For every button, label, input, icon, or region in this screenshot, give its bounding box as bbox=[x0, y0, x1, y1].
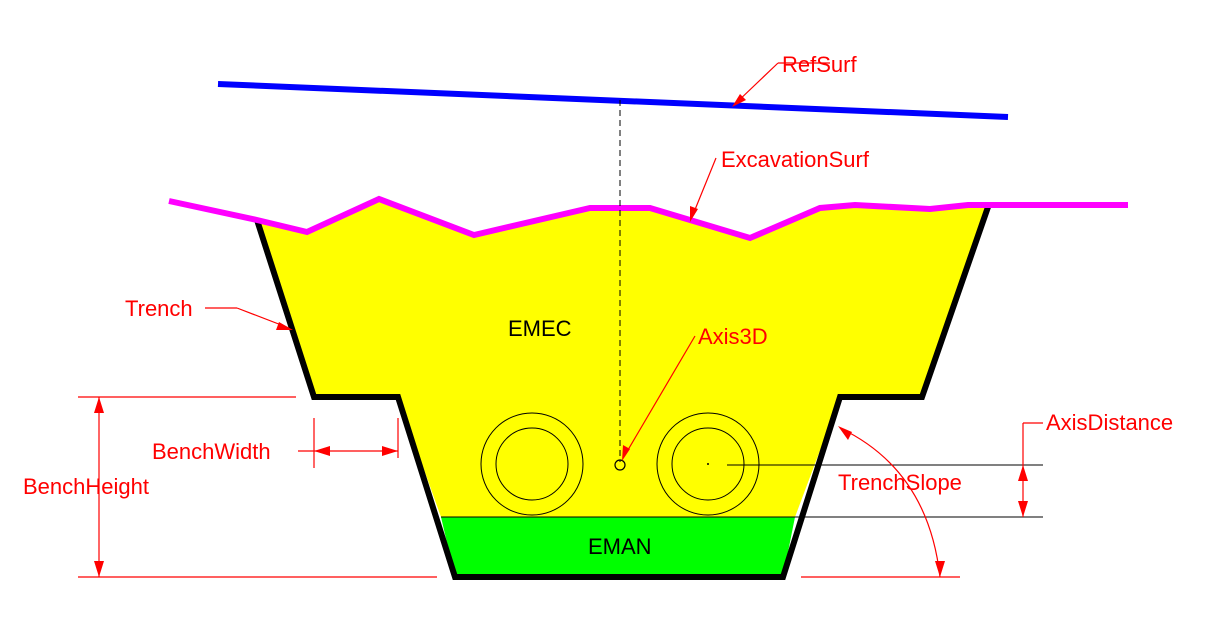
emec-region bbox=[257, 199, 988, 517]
eman-region bbox=[441, 517, 795, 577]
pipe-right bbox=[656, 412, 760, 516]
trench-slope-label: TrenchSlope bbox=[838, 470, 962, 495]
refsurf-label: RefSurf bbox=[782, 52, 857, 77]
pipe-left bbox=[480, 412, 584, 516]
refsurf-leader bbox=[732, 62, 830, 107]
excavation-surf-leader bbox=[690, 157, 717, 222]
trench-outline bbox=[254, 206, 991, 580]
axis3d-leader bbox=[622, 335, 696, 461]
bench-width-dimension bbox=[298, 418, 399, 468]
bench-height-dimension bbox=[78, 396, 437, 578]
ref-surface-line bbox=[217, 81, 1009, 120]
excavation-surface-line bbox=[168, 195, 1128, 242]
bench-width-label: BenchWidth bbox=[152, 439, 271, 464]
trench-slope-dimension bbox=[801, 426, 960, 578]
emec-label: EMEC bbox=[508, 316, 572, 341]
excavation-surf-label: ExcavationSurf bbox=[721, 147, 870, 172]
trench-leader bbox=[205, 307, 293, 330]
axis3d-marker bbox=[614, 459, 626, 471]
bench-height-label: BenchHeight bbox=[23, 474, 149, 499]
axis-distance-dimension bbox=[1018, 422, 1043, 517]
trench-label: Trench bbox=[125, 296, 193, 321]
axis-distance-label: AxisDistance bbox=[1046, 410, 1173, 435]
axis3d-label: Axis3D bbox=[698, 324, 768, 349]
eman-label: EMAN bbox=[588, 534, 652, 559]
